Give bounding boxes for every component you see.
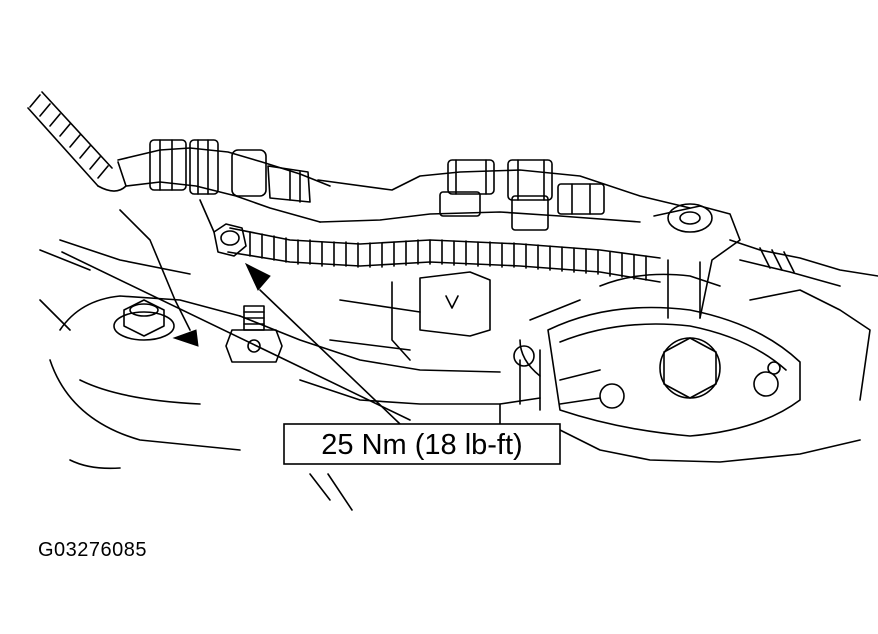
left-wiring-harness [27,91,127,192]
figure-id: G03276085 [38,539,148,561]
engine-block-body [39,239,861,470]
leader-line-2 [259,289,401,425]
flange-nut-lower [113,299,175,341]
leader-line-1 [61,251,411,421]
torque-callout-box [283,423,561,465]
leader-line-4 [327,473,353,511]
right-valve-housing [653,203,878,401]
throttle-body-flange [519,273,801,437]
electrical-connectors [439,159,605,231]
torque-callout: 25 Nm (18 lb-ft) [283,423,561,465]
bolt-upper [199,199,247,257]
mounting-bracket [329,271,491,361]
arrow-to-upper-bolt [244,262,271,291]
center-wiring-harness [227,227,661,283]
torque-callout-label: 25 Nm (18 lb-ft) [321,429,522,461]
upper-pipe-assembly [117,139,691,331]
arrow-to-lower-nut [172,329,199,347]
mounting-stud [225,305,283,363]
leader-line-3 [309,473,331,501]
